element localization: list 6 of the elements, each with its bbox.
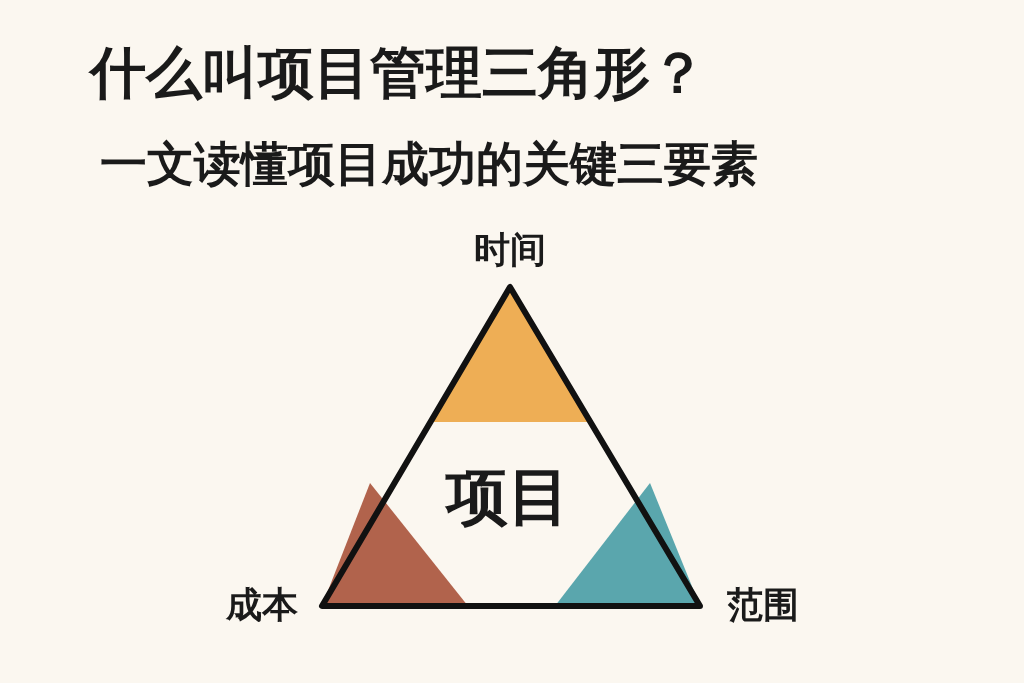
subtitle: 一文读懂项目成功的关键三要素 bbox=[100, 138, 758, 190]
title-heading: 什么叫项目管理三角形？ bbox=[90, 42, 706, 104]
corner-label: 时间 bbox=[474, 230, 546, 270]
corner-label: 成本 bbox=[226, 585, 298, 625]
center-label: 项目 bbox=[446, 462, 570, 532]
corner-label: 范围 bbox=[727, 585, 799, 625]
